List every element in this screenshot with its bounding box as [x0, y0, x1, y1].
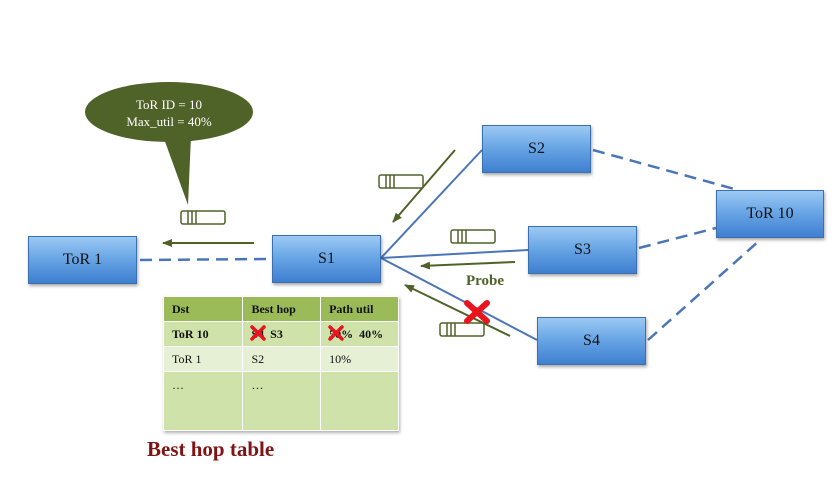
crossed-out-x-icon — [250, 324, 267, 341]
probe-arrow-from-s4 — [404, 284, 511, 337]
s2-label: S2 — [528, 140, 545, 157]
bubble-line-max-util: Max_util = 40% — [126, 114, 212, 129]
row-best-hop: S2 — [242, 346, 322, 372]
old-path-util: 50% — [328, 324, 353, 342]
probe-info-bubble — [85, 82, 253, 205]
row-best-hop: … — [242, 371, 322, 431]
s1-switch-node: S1 — [272, 235, 381, 283]
table-row: ToR 1 S2 10% — [162, 346, 399, 372]
s2-switch-node: S2 — [482, 125, 591, 173]
link-tor1-s1 — [139, 257, 271, 262]
link-s3-tor10 — [638, 226, 717, 250]
table-header-row: Dst Best hop Path util — [162, 296, 399, 322]
link-s4-tor10 — [647, 239, 761, 341]
link-s1-s3 — [380, 249, 529, 259]
header-dst: Dst — [162, 296, 244, 322]
probe-label: Probe — [466, 273, 505, 289]
row-best-hop: S4 S3 — [242, 321, 322, 347]
row-dst: … — [162, 371, 244, 431]
table-caption: Best hop table — [147, 437, 275, 461]
probe-packet-icon — [180, 210, 226, 225]
header-best-hop: Best hop — [242, 296, 322, 322]
row-path-util: 50% 40% — [320, 321, 399, 347]
probe-packet-icon — [439, 322, 485, 337]
tor1-label: ToR 1 — [62, 251, 103, 268]
header-path-util: Path util — [320, 296, 399, 322]
old-best-hop: S4 — [250, 324, 267, 342]
probe-packet-icon — [378, 174, 424, 189]
new-path-util: 40% — [359, 326, 384, 341]
link-s1-s2 — [380, 149, 483, 259]
s1-label: S1 — [318, 250, 335, 267]
row-path-util — [320, 371, 399, 431]
tor1-node: ToR 1 — [28, 236, 137, 284]
row-dst: ToR 10 — [162, 321, 244, 347]
dropped-probe-x-icon — [464, 300, 490, 324]
tor10-label: ToR 10 — [746, 205, 794, 222]
probe-arrow-from-s3 — [420, 261, 516, 270]
probe-packet-icon — [450, 229, 496, 244]
row-dst: ToR 1 — [162, 346, 244, 372]
s3-label: S3 — [574, 241, 591, 258]
table-row: … … — [162, 371, 399, 431]
s4-label: S4 — [583, 332, 600, 349]
crossed-out-x-icon — [328, 324, 344, 341]
table-row: ToR 10 S4 S3 50% — [162, 321, 399, 347]
probe-arrow-from-s2 — [392, 149, 456, 223]
row-path-util: 10% — [320, 346, 399, 372]
bubble-line-tor-id: ToR ID = 10 — [135, 97, 202, 112]
s3-switch-node: S3 — [528, 226, 637, 274]
link-s2-tor10 — [592, 148, 739, 192]
best-hop-table: Dst Best hop Path util ToR 10 S4 S3 50% — [162, 296, 399, 431]
bubble-text: ToR ID = 10 Max_util = 40% — [85, 96, 253, 130]
tor10-node: ToR 10 — [716, 190, 824, 238]
link-s1-s4 — [380, 257, 538, 341]
s4-switch-node: S4 — [537, 317, 646, 365]
new-best-hop: S3 — [270, 326, 283, 341]
